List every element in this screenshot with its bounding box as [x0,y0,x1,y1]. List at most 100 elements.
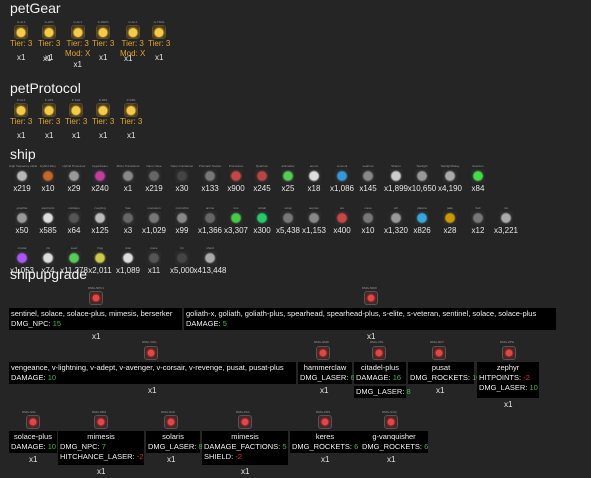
item-count: x1 [44,53,54,62]
petgear-item[interactable]: G-AL1 Tier: 3 Mod: X x1 [65,20,90,70]
upgrade-card[interactable]: solace-plus DAMAGE: 10 [9,431,57,453]
upgrade-value: 16 [392,373,402,382]
petprotocol-item[interactable]: P-HP1 Tier: 3 x1 [38,98,60,141]
resource-label: antimatter [281,164,295,168]
resource-count: x18 [307,184,321,193]
petgear-item[interactable]: G-AL1 Tier: 3 Mod: X [120,20,145,59]
upgrade-card[interactable]: vengeance, v-lightning, v-adept, v-aveng… [9,362,296,384]
upgrade-card[interactable]: zephyr HITPOINTS: -2 DMG_LASER: 10 [477,362,539,398]
upgrade-card[interactable]: g-vanquisher DMG_ROCKETS: 6 [360,431,428,453]
section-title-shipupgrade: shipupgrade [10,266,88,282]
upgrade-value: 7 [101,442,106,451]
petgear-item[interactable]: G-AL1 Tier: 3 x1 [10,20,32,63]
petprotocol-item[interactable]: P-DR1 Tier: 3 x1 [120,98,142,141]
upgrade-card[interactable]: sentinel, solace, solace-plus, mimesis, … [9,308,182,330]
resource-label: bolt [475,206,481,210]
resource-count: x30 [175,184,189,193]
petgear-item[interactable]: G-TRA1 Tier: 3 x1 [148,20,170,63]
petprotocol-item[interactable]: P-AL1 Tier: 3 x1 [10,98,32,141]
upgrade-card[interactable]: goliath-x, goliath, goliath-plus, spearh… [184,308,556,330]
upgrade-value: -2 [136,452,144,461]
upgrade-value: -2 [523,373,530,382]
resource-count: x10 [41,184,55,193]
gear-icon [152,25,167,39]
upgrade-card[interactable]: keres DMG_ROCKETS: 6 [290,431,360,453]
item-count: x1 [98,131,108,140]
resource-count: x3 [123,226,133,235]
petgear-item[interactable]: G-REP1 Tier: 3 x1 [92,20,114,63]
upgrade-card[interactable]: mimesis DAMAGE_FACTIONS: 5 SHIELD: -2 [202,431,288,465]
upgrade-card[interactable]: citadel-plus DAMAGE: 16 [354,362,406,384]
upgrade-icon [318,415,332,429]
item-code: P-RP1 [98,98,108,102]
upgrade-stat: DAMAGE: [186,319,221,328]
item-code: G-REP1 [97,20,109,24]
tier-label: Tier: 3 [148,39,171,48]
resource-count: x64 [67,226,81,235]
upgrade-card[interactable]: pusat DMG_ROCKETS: 10 [408,362,480,384]
petprotocol-item[interactable]: P-RP1 Tier: 3 x1 [92,98,114,141]
upgrade-icon [364,291,378,305]
petprotocol-item[interactable]: P-SH1 Tier: 3 x1 [65,98,87,141]
upgrade-card[interactable]: mimesis DMG_NPC: 7 HITCHANCE_LASER: -2 [58,431,144,465]
upgrade-stat: HITPOINTS: [479,373,522,382]
resource-icon [147,211,161,225]
petgear-item[interactable]: G-HP1 Tier: 3 x1 [38,20,60,63]
resource-count: x1,053 [9,266,35,275]
upgrade-ships: g-vanquisher [372,432,416,441]
tier-label: Tier: 3 [38,39,61,48]
upgrade-value: 5 [282,442,287,451]
upgrade-card[interactable]: solaris DMG_LASER: 8 [146,431,203,453]
upgrade-card[interactable]: hammerclaw DMG_LASER: 6 [298,362,355,384]
resource-icon [255,169,269,183]
resource-icon [361,211,375,225]
upgrade-ships: solace-plus [14,432,52,441]
resource-icon [93,251,107,265]
